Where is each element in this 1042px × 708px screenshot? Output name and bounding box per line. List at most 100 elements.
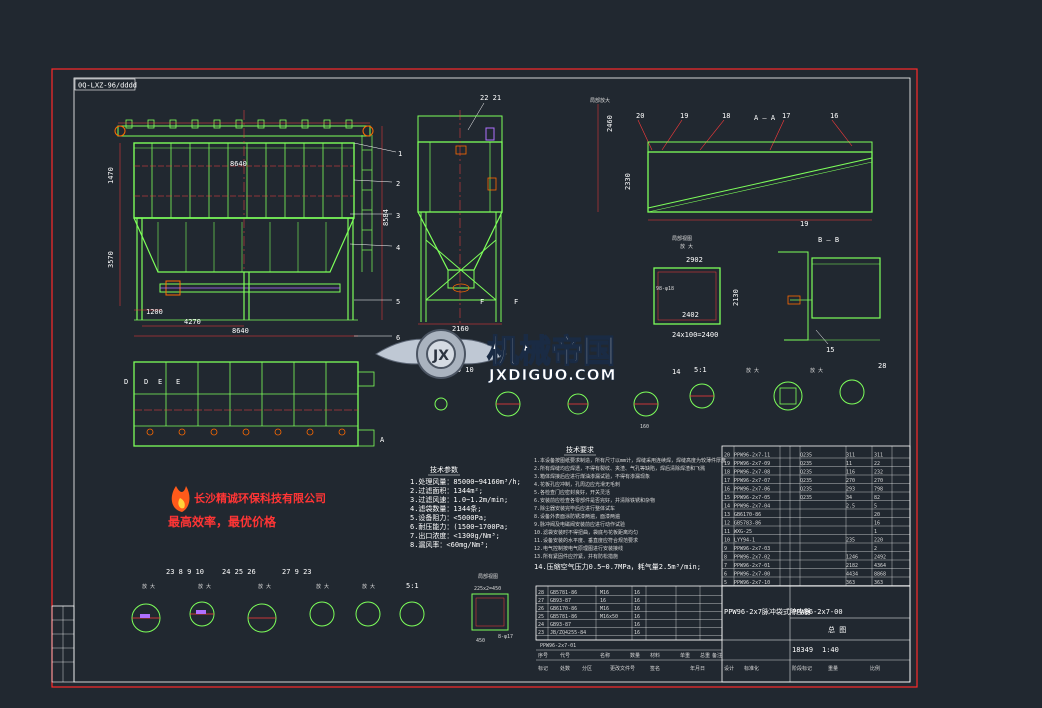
design-row-cell: 设计 bbox=[724, 665, 734, 672]
drawing-number: PPW96-2x7-00 bbox=[792, 608, 843, 616]
parts-cell: 311 bbox=[874, 453, 883, 459]
parts-cell: GB5783-86 bbox=[734, 521, 761, 527]
bottom-enlarge-5: 放 大 bbox=[362, 583, 375, 590]
bottom-items-c: 27 9 23 bbox=[282, 568, 312, 576]
label-enlarge-a: 放 大 bbox=[746, 367, 759, 374]
sign-row-cell: 年月日 bbox=[690, 665, 705, 672]
parts-cell: PPW96-2x7-11 bbox=[734, 453, 770, 459]
item-no-15: 15 bbox=[826, 346, 834, 354]
title-header-cell: 单重 bbox=[680, 652, 690, 659]
plate-dim-2: 450 bbox=[476, 638, 485, 644]
sign-row-cell: 标记 bbox=[538, 665, 548, 672]
title-header-cell: 总重 bbox=[700, 652, 710, 659]
parts-cell: 82 bbox=[874, 495, 880, 501]
parts-cell: PPW96-2x7-08 bbox=[734, 470, 770, 476]
drawing-weight: 18349 bbox=[792, 646, 813, 654]
parts-cell: Q235 bbox=[800, 478, 812, 484]
bottom-items-b: 24 25 26 bbox=[222, 568, 256, 576]
item-no-17: 17 bbox=[782, 112, 790, 120]
parts-cell: PPW96-2x7-06 bbox=[734, 487, 770, 493]
parts-cell: Q235 bbox=[800, 453, 812, 459]
parts-cell: 116 bbox=[846, 470, 855, 476]
tech-req-12: 12.电气控制按电气原理图进行安装接线 bbox=[534, 545, 623, 552]
dim-side-b: 2330 bbox=[624, 173, 632, 190]
item-no-3: 3 bbox=[396, 212, 400, 220]
label-detail-frame: 局部视图 bbox=[672, 235, 692, 242]
parts-cell: 10 bbox=[724, 538, 730, 544]
tech-req-1: 1.本设备按图纸要求制造，所有尺寸以mm计，焊缝采用连续焊，焊缝高度为较薄件厚度 bbox=[534, 457, 726, 464]
tech-req-8: 8.设备外表面涂防锈漆两遍，面漆两遍 bbox=[534, 513, 620, 520]
bottom-scale-5-1: 5:1 bbox=[406, 582, 419, 590]
company-slogan: 最高效率，最优价格 bbox=[168, 514, 277, 529]
parts-cell: 4364 bbox=[874, 563, 886, 569]
dim-box-height: 1470 bbox=[107, 167, 115, 184]
parts-left-cell: GB93-87 bbox=[550, 598, 571, 604]
parts-cell: 2 bbox=[874, 546, 877, 552]
parts-cell: 6 bbox=[724, 572, 727, 578]
detail-square-frame[interactable]: 局部视图 放 大 2902 2402 2130 98-φ18 24x100=24… bbox=[653, 235, 740, 339]
sign-row-cell: 更改文件号 bbox=[610, 665, 635, 672]
tech-param-3: 3.过滤风速：1.0~1.2m/min; bbox=[410, 495, 508, 504]
parts-left-cell: 25 bbox=[538, 614, 544, 620]
parts-cell: PPW96-2x7-05 bbox=[734, 495, 770, 501]
dim-span: 2160 bbox=[452, 325, 469, 333]
side-elevation[interactable]: 22 21 2160 F F bbox=[417, 94, 518, 333]
parts-cell: 363 bbox=[846, 580, 855, 586]
tech-param-5: 5.设备阻力：<5000Pa; bbox=[410, 513, 487, 522]
parts-cell: 2492 bbox=[874, 555, 886, 561]
parts-left-cell: 24 bbox=[538, 622, 544, 628]
parts-left-cell: 16 bbox=[634, 614, 640, 620]
plan-marker-a: A bbox=[380, 436, 385, 444]
tech-params-title: 技术参数 bbox=[430, 465, 458, 474]
parts-cell: Q235 bbox=[800, 495, 812, 501]
detail-row-bottom[interactable]: 23 8 9 10 24 25 26 27 9 23 放 大 放 大 放 大 放… bbox=[131, 568, 513, 644]
front-elevation[interactable]: 1470 3570 8584 8640 4270 1200 8640 1 2 3… bbox=[107, 110, 402, 342]
parts-left-cell: JB/ZQ4255-84 bbox=[550, 630, 586, 636]
parts-cell: 235 bbox=[846, 538, 855, 544]
design-row-cell: 标准化 bbox=[744, 665, 759, 672]
parts-cell: 11 bbox=[724, 529, 730, 535]
parts-cell: 232 bbox=[874, 470, 883, 476]
parts-cell: PPW96-2x7-02 bbox=[734, 555, 770, 561]
section-marker-f2: F bbox=[514, 298, 518, 306]
bottom-items-a: 23 8 9 10 bbox=[166, 568, 204, 576]
item-no-19: 19 bbox=[680, 112, 688, 120]
label-i-beam: 160 bbox=[640, 424, 649, 430]
title-header-cell: 名称 bbox=[600, 652, 610, 659]
item-no-18: 18 bbox=[722, 112, 730, 120]
sign-row-cell: 处数 bbox=[560, 665, 570, 672]
parts-cell: 270 bbox=[874, 478, 883, 484]
dim-box-h: 2402 bbox=[682, 311, 699, 319]
parts-cell: 16 bbox=[724, 487, 730, 493]
plan-view[interactable]: D D E E A bbox=[124, 361, 385, 447]
section-view-aa[interactable]: 局部放大 A — A 20 19 18 17 16 2460 2330 19 bbox=[590, 97, 873, 228]
parts-cell: Q235 bbox=[800, 487, 812, 493]
parts-cell: 9 bbox=[724, 546, 727, 552]
tech-param-2: 2.过滤面积：1344m²; bbox=[410, 486, 483, 495]
plan-marker-d2: D bbox=[144, 378, 148, 386]
item-no-4: 4 bbox=[396, 244, 400, 252]
tech-req-9: 9.脉冲阀及电磁阀安装前应进行动作试验 bbox=[534, 521, 625, 528]
tech-req-14: 14.压缩空气压力0.5~0.7MPa，耗气量2.5m³/min; bbox=[534, 562, 701, 571]
title-description: PPW96-2x7脉冲袋式除尘器 bbox=[724, 607, 811, 616]
dim-total-height: 8584 bbox=[382, 209, 390, 226]
title-block-mark: PPW96-2x7-01 bbox=[540, 643, 576, 649]
label-pitch: 24x100=2400 bbox=[672, 331, 718, 339]
parts-cell: 12 bbox=[724, 521, 730, 527]
label-view-top: 局部放大 bbox=[590, 97, 610, 104]
tech-param-6: 6.耐压能力：(1500~1700Pa; bbox=[410, 522, 508, 531]
outer-frame bbox=[51, 68, 918, 688]
section-label-aa: A — A bbox=[754, 114, 776, 122]
drawing-code-text: 0Q-LXZ-96/dddd bbox=[78, 82, 137, 90]
tech-req-13: 13.所有紧固件应拧紧，并有防松措施 bbox=[534, 553, 618, 560]
item-no-2: 2 bbox=[396, 180, 400, 188]
parts-cell: 19 bbox=[724, 461, 730, 467]
tech-param-8: 8.漏风率：<60mg/Nm³; bbox=[410, 540, 489, 549]
section-view-bb[interactable]: B — B 15 bbox=[778, 236, 881, 354]
parts-left-cell: GB5781-86 bbox=[550, 614, 577, 620]
plan-marker-d: D bbox=[124, 378, 128, 386]
sign-row-cell: 分区 bbox=[582, 665, 592, 672]
drawing-scale: 1:40 bbox=[822, 646, 839, 654]
